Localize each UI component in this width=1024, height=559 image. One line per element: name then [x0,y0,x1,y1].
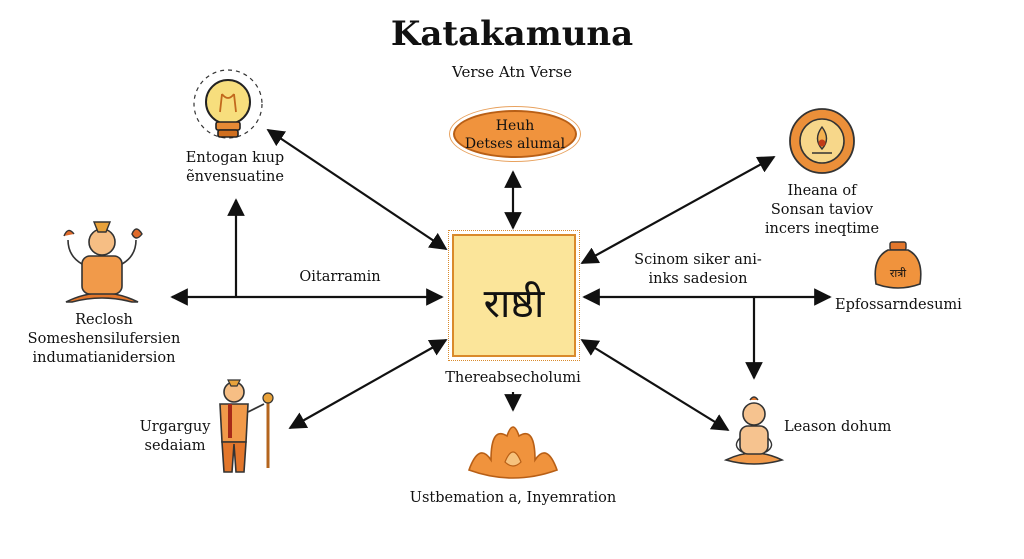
arrow-center-to-warrior [288,339,448,429]
right-edge-line-2: inks sadesion [648,271,748,287]
left-line-1: Reclosh [75,312,133,328]
left-line-3: indumatianidersion [32,350,176,366]
oil-lamp-medallion-icon [789,108,855,174]
top-right-line-2: Sonsan taviov [770,202,874,218]
top-right-line-3: incers ineqtime [764,221,880,237]
left-node-label: Reclosh Someshensilufersien indumatianid… [14,311,194,368]
left-edge-label: Oitarramin [299,269,381,285]
standing-warrior-icon [219,379,274,473]
bottom-label: Ustbemation a, Inyemration [409,490,617,506]
bottom-left-line-2: sedaiam [144,438,206,454]
pot-glyph: रात्री [889,267,907,280]
meditating-figure-icon [723,396,785,465]
oval-line-2: Detses alumal [464,136,566,152]
bottom-right-node-label: Leason dohum [784,419,892,435]
right-edge-line-1: Scinom siker ani- [634,252,762,268]
top-left-node-label: Entogan kıup ẽnvensuatine [150,149,320,187]
below-center-label: Thereabsecholumi [445,370,581,386]
top-left-line-2: ẽnvensuatine [186,169,284,185]
flame-lotus-icon [467,426,559,479]
bottom-left-node-label: Urgarguy sedaiam [130,418,220,456]
oval-line-1: Heuh [495,118,535,134]
bottom-left-line-1: Urgarguy [139,419,211,435]
light-bulb-icon [193,69,263,139]
center-node: राष्ठी [448,230,580,361]
top-left-line-1: Entogan kıup [185,150,285,166]
right-edge-label: Scinom siker ani- inks sadesion [628,251,768,289]
top-right-line-1: Iheana of [787,183,857,199]
seated-deity-icon [63,221,143,303]
diagram-subtitle: Verse Atn Verse [452,63,572,81]
clay-pot-icon [874,241,922,289]
top-right-node-label: Iheana of Sonsan taviov incers ineqtime [752,182,892,239]
diagram-title: Katakamuna [390,14,634,54]
top-oval-node: Heuh Detses alumal [449,106,581,162]
center-glyph: राष्ठी [483,281,545,327]
arrow-center-to-lamp [580,156,776,264]
left-line-2: Someshensilufersien [27,331,181,347]
arrow-center-to-bulb [266,129,448,250]
arrow-center-to-meditator [580,339,730,431]
right-node-label: Epfossarndesumi [835,297,962,313]
